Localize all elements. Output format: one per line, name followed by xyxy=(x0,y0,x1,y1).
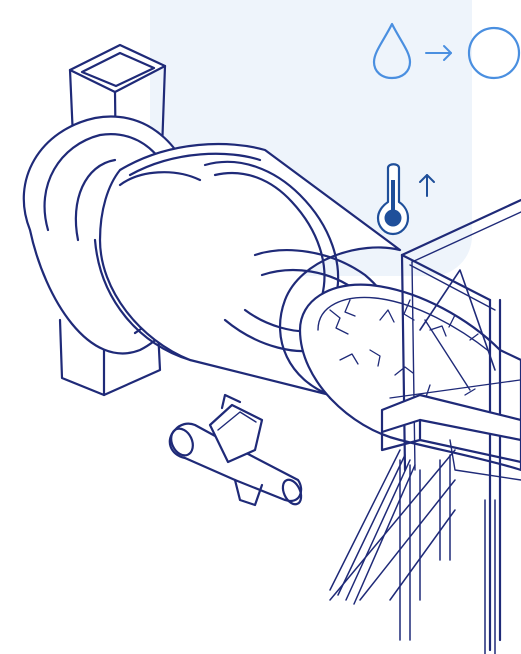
thermometer-icon xyxy=(376,163,410,236)
water-drop-icon xyxy=(372,22,412,80)
arrow-right-icon xyxy=(425,45,452,61)
drum-body xyxy=(93,142,402,397)
support-legs xyxy=(329,449,496,654)
burner-pipe xyxy=(168,393,303,507)
circle-icon xyxy=(467,26,521,80)
feed-chute xyxy=(58,43,167,397)
discharge-housing xyxy=(380,198,521,652)
arrow-up-icon xyxy=(419,174,435,197)
